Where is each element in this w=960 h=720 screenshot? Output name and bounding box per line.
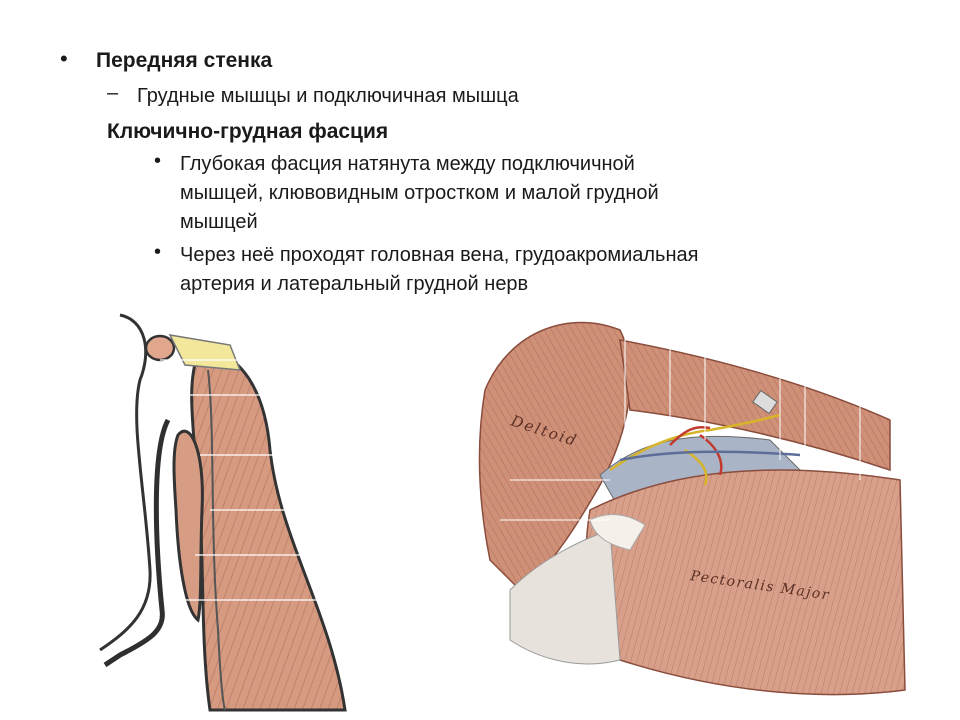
heading-anterior-wall: Передняя стенка <box>96 49 273 72</box>
sagittal-section-illustration <box>99 313 347 712</box>
point-line-3: мышцей <box>180 211 258 233</box>
dash-marker: – <box>107 82 119 104</box>
bullet-dot: • <box>154 241 162 263</box>
point-line-1: Глубокая фасция натянута между подключич… <box>180 153 635 175</box>
bullet-dot: • <box>154 150 162 172</box>
sub-item-muscles: Грудные мышцы и подключичная мышца <box>137 85 519 107</box>
point-line-4: Через неё проходят головная вена, грудоа… <box>180 244 699 266</box>
shoulder-dissection-illustration: Deltoid Pectoralis Major <box>478 315 906 696</box>
point-line-5: артерия и латеральный грудной нерв <box>180 273 529 295</box>
subheading-clavipectoral-fascia: Ключично-грудная фасция <box>107 120 389 143</box>
point-line-2: мышцей, клювовидным отростком и малой гр… <box>180 182 659 204</box>
bullet-dot: • <box>60 46 68 71</box>
